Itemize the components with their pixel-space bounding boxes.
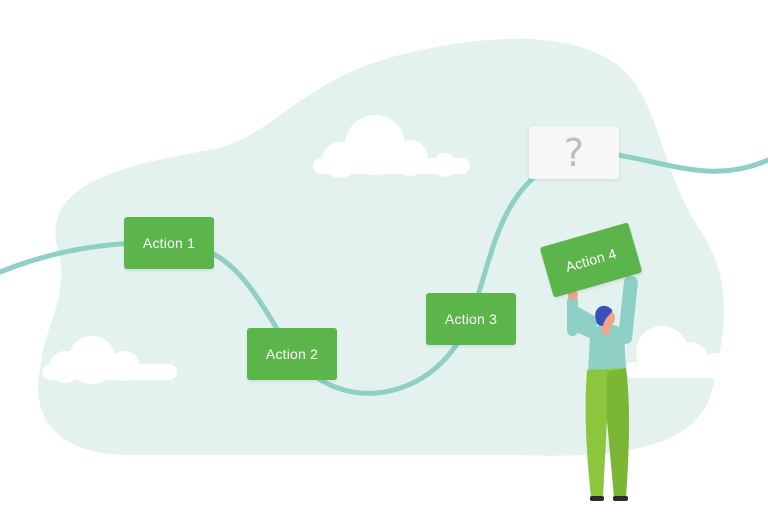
cloud-right-icon xyxy=(625,326,740,379)
action-1-box: Action 1 xyxy=(124,217,214,269)
hair xyxy=(595,305,613,326)
action-2-box: Action 2 xyxy=(247,328,337,380)
left-shoe xyxy=(590,496,604,501)
action-3-label: Action 3 xyxy=(444,311,498,327)
right-arm xyxy=(618,276,638,344)
action-4-label: Action 4 xyxy=(563,245,619,275)
person-illustration xyxy=(567,267,638,501)
action-2-label: Action 2 xyxy=(265,346,319,362)
cloud-left-icon xyxy=(42,336,177,384)
neck xyxy=(602,322,610,334)
action-1-label: Action 1 xyxy=(142,235,196,251)
torso xyxy=(588,324,626,372)
unknown-next-step-card: ? xyxy=(529,126,619,179)
pants-shadow xyxy=(607,368,629,497)
left-upper-arm xyxy=(567,296,578,336)
right-shoe xyxy=(613,496,628,501)
action-3-box: Action 3 xyxy=(426,293,516,345)
cloud-top-icon xyxy=(313,115,470,178)
question-mark-icon: ? xyxy=(563,130,585,175)
